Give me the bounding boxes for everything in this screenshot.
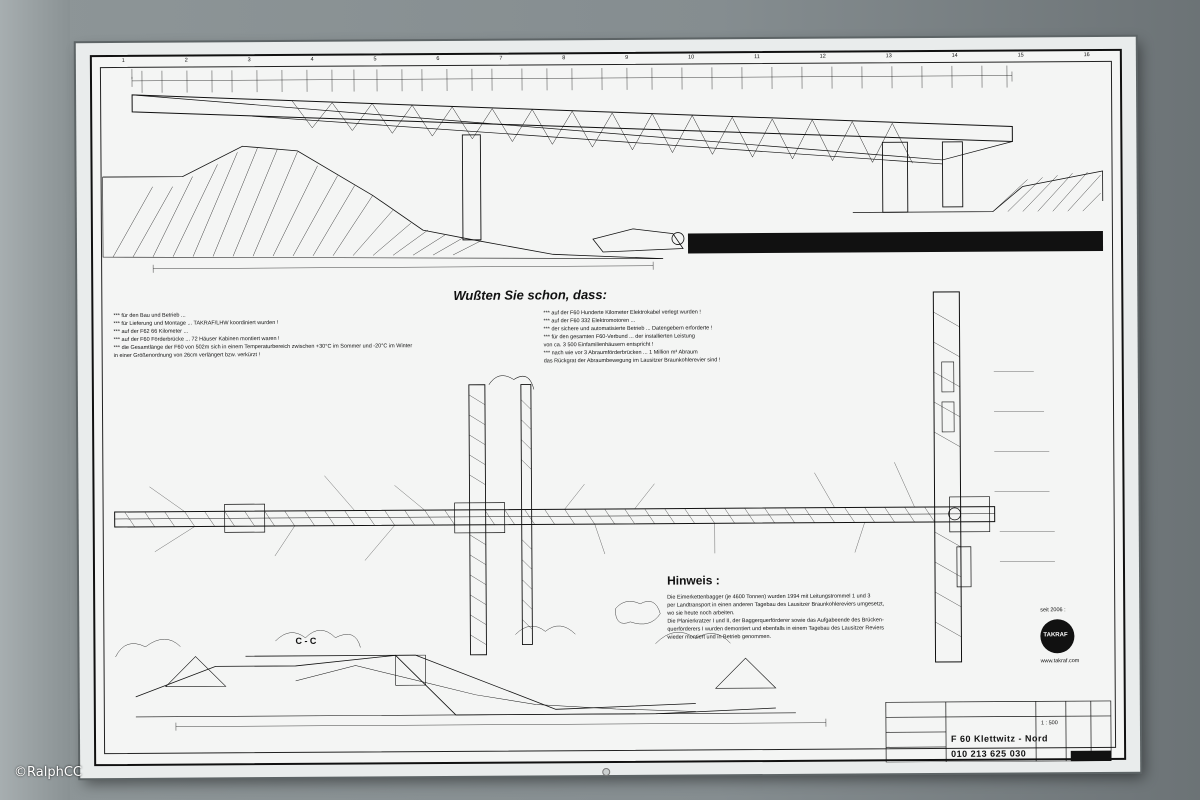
plan-view [114, 291, 1055, 663]
border-number: 12 [819, 53, 826, 60]
border-number: 6 [436, 56, 440, 63]
terrain-right [852, 170, 1104, 213]
border-number: 7 [499, 55, 503, 62]
border-number: 8 [562, 55, 566, 62]
drawing-title: F 60 Klettwitz - Nord [951, 733, 1049, 744]
drawing-sheet: Wußten Sie schon, dass: *** für den Bau … [89, 48, 1127, 767]
facts-left: *** für den Bau und Betrieb ... *** für … [113, 310, 412, 360]
border-number: 4 [310, 56, 314, 63]
logo-lettering: TAKRAF [1043, 632, 1068, 639]
title-block-frame [885, 700, 1112, 763]
display-board: Wußten Sie schon, dass: *** für den Bau … [75, 36, 1141, 779]
border-number: 15 [1017, 52, 1024, 59]
border-number: 11 [754, 54, 760, 61]
wall-edge [0, 0, 70, 800]
border-number: 1 [121, 57, 125, 64]
mounting-screw [602, 767, 611, 777]
takraf-logo: TAKRAF [1040, 619, 1075, 654]
hinweis-text: Die Eimerkettenbagger (je 4600 Tonnen) w… [667, 592, 884, 641]
photo-credit: ©RalphCC [14, 765, 82, 780]
fact-heading: Wußten Sie schon, dass: [453, 287, 607, 303]
drawing-scale: 1 : 500 [1040, 720, 1058, 727]
hinweis-line: wieder montiert und in Betrieb genommen. [667, 634, 772, 641]
border-number: 9 [625, 54, 629, 61]
since-label: seit 2006 : [1040, 607, 1066, 614]
hinweis-line: querförderers I wurden demontiert und eb… [667, 625, 885, 633]
border-number: 10 [688, 54, 695, 61]
border-number: 5 [373, 56, 377, 63]
border-number: 13 [885, 53, 892, 60]
hinweis-line: per Landtransport in einen anderen Tageb… [667, 601, 885, 609]
website-label: www.takraf.com [1040, 658, 1080, 665]
border-number: 3 [247, 57, 251, 64]
drawing-number: 010 213 625 030 [951, 748, 1027, 759]
fact-line: das Rückgrat der Abraumbewegung im Lausi… [543, 357, 721, 365]
terrain-left [102, 145, 664, 260]
section-cc [115, 625, 827, 731]
border-number: 16 [1083, 52, 1090, 59]
facts-right: *** auf der F60 Hunderte Kilometer Elekt… [543, 308, 720, 365]
technical-drawing [102, 65, 1112, 763]
section-label: C - C [295, 635, 317, 646]
border-number: 14 [951, 52, 958, 59]
border-number: 2 [184, 57, 188, 64]
hinweis-title: Hinweis : [667, 573, 720, 588]
